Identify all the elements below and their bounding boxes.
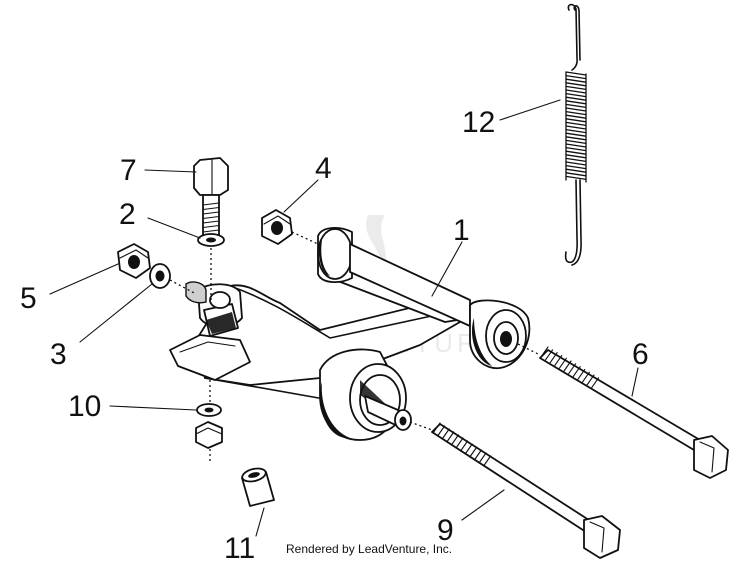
nut-part-5: [117, 243, 151, 279]
callout-labels: 1 2 3 4 5 6 7 9 10 11 12: [20, 106, 649, 562]
leader-lines: [49, 99, 639, 537]
callout-3: 3: [50, 338, 67, 371]
callout-6: 6: [632, 338, 649, 371]
washer-part-10: [196, 403, 222, 417]
callout-5: 5: [20, 282, 37, 315]
callout-10: 10: [68, 390, 101, 423]
bolt-part-9: [409, 421, 621, 559]
lower-nut: [195, 421, 223, 449]
spacer-part-11: [241, 467, 275, 507]
swing-arm-part-1: [169, 227, 531, 441]
nut-part-4: [261, 209, 293, 245]
washer-part-2: [197, 233, 225, 247]
bolt-part-6: [517, 343, 729, 479]
credit-text: Rendered by LeadVenture, Inc.: [286, 542, 452, 556]
callout-12: 12: [462, 106, 495, 139]
callout-4: 4: [315, 152, 332, 185]
callout-11: 11: [224, 532, 255, 562]
callout-2: 2: [119, 198, 136, 231]
spring-part-12: [564, 3, 587, 266]
washer-part-3: [149, 263, 171, 289]
callout-7: 7: [120, 154, 137, 187]
callout-9: 9: [437, 514, 454, 547]
bolt-part-7: [193, 157, 229, 300]
callout-1: 1: [453, 214, 470, 247]
